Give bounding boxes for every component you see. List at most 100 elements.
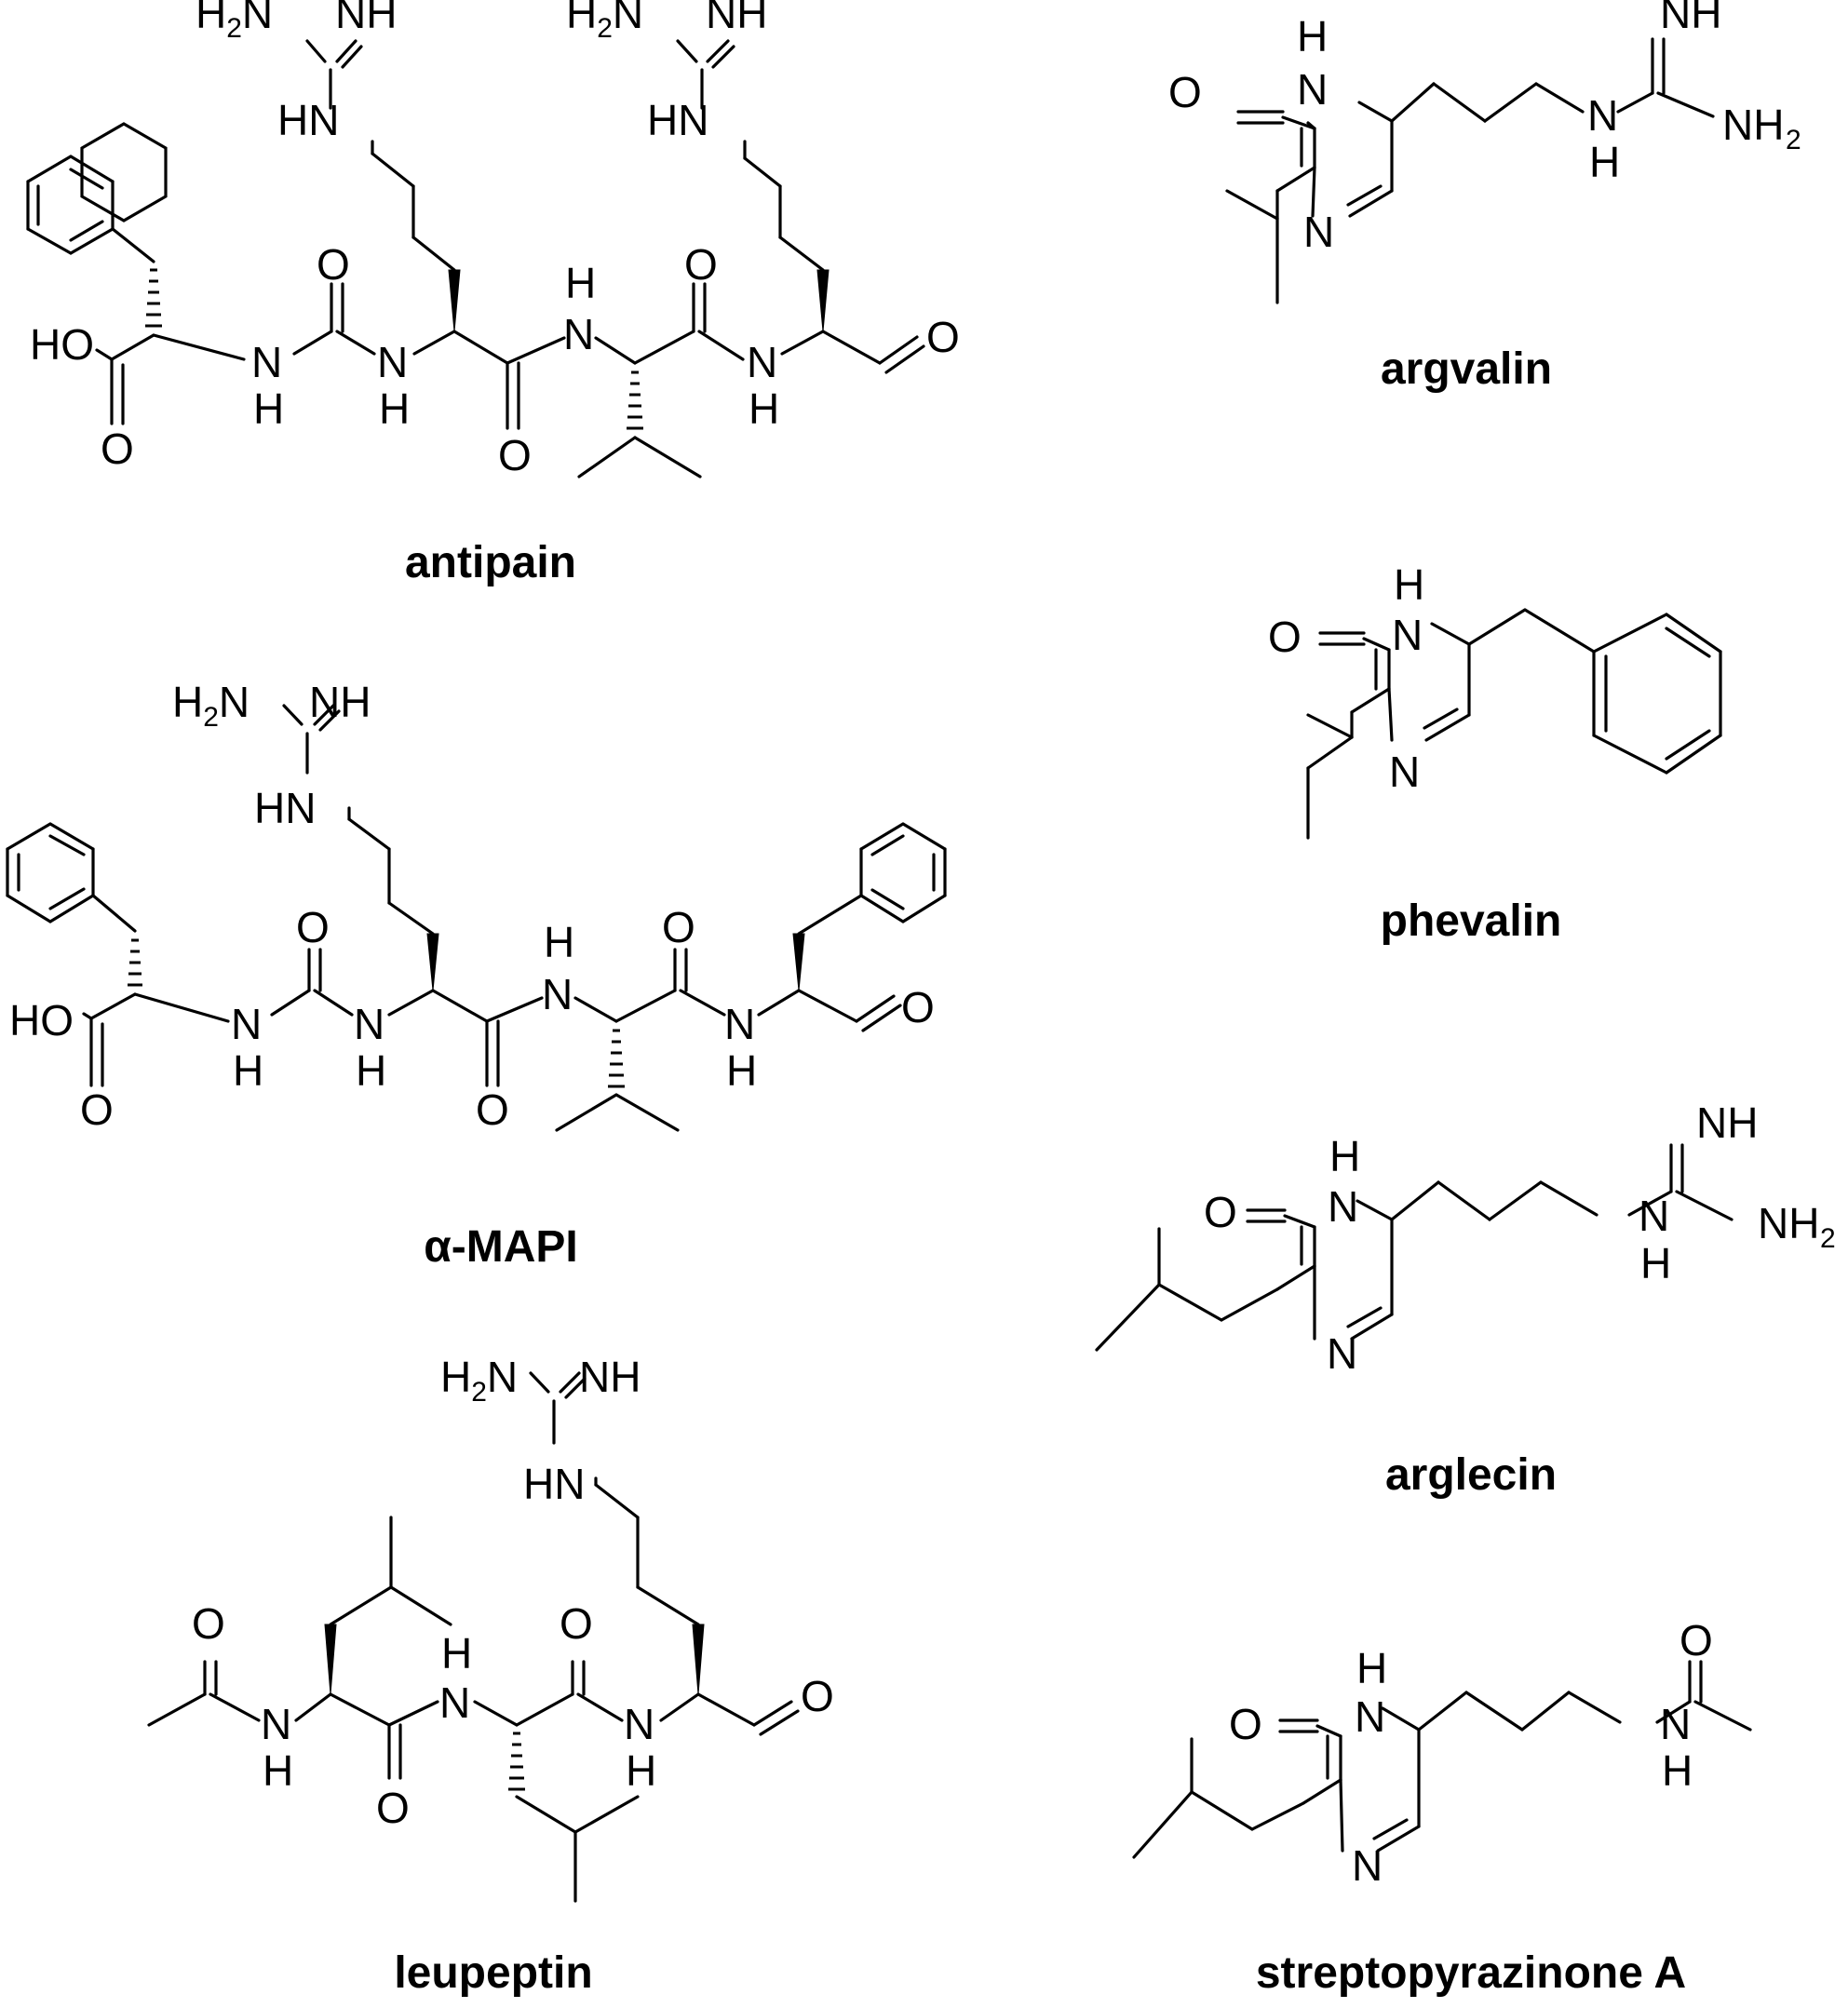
antipain-phenyl-ring <box>80 122 168 222</box>
svg-text:O: O <box>376 1784 410 1832</box>
svg-text:H: H <box>1394 560 1424 609</box>
svg-text:H: H <box>749 384 779 433</box>
structure-arglecin: O H N N NH N H NH 2 arglecin <box>1095 1098 1836 1500</box>
svg-text:O: O <box>101 425 134 473</box>
leupeptin-hash <box>508 1732 525 1791</box>
svg-text:NH: NH <box>579 1353 641 1401</box>
structure-alpha-mapi: H2N NH HN HO O N H O N H O H N O N H O α… <box>6 678 947 1272</box>
svg-text:N: N <box>439 1678 470 1727</box>
svg-text:N: N <box>624 1700 654 1748</box>
svg-text:N: N <box>261 1700 291 1748</box>
svg-text:H2N: H2N <box>172 678 250 733</box>
antipain-h2n-1: H2N <box>196 0 273 44</box>
svg-text:HO: HO <box>30 320 94 369</box>
mapi-hash-2 <box>608 1029 625 1088</box>
svg-text:N: N <box>1587 91 1618 140</box>
svg-text:O: O <box>476 1085 509 1134</box>
antipain-hash-2 <box>627 371 643 430</box>
svg-text:O: O <box>662 903 695 951</box>
svg-text:N: N <box>231 1000 262 1048</box>
svg-text:NH: NH <box>706 0 767 37</box>
svg-text:H: H <box>263 1746 293 1795</box>
svg-text:NH: NH <box>309 678 371 726</box>
svg-text:H: H <box>253 384 284 433</box>
antipain-label: antipain <box>405 538 576 587</box>
svg-text:N: N <box>1389 748 1420 796</box>
svg-text:HN: HN <box>647 96 708 144</box>
svg-text:N: N <box>1327 1329 1357 1378</box>
svg-text:O: O <box>1679 1616 1713 1664</box>
svg-text:H: H <box>1329 1132 1360 1180</box>
svg-text:NH: NH <box>1660 0 1721 37</box>
antipain-hash-1 <box>145 268 162 328</box>
svg-text:N: N <box>1303 208 1334 256</box>
structure-leupeptin: H2N NH HN O N H O H N O N H O leupeptin <box>147 1353 834 1998</box>
svg-text:H: H <box>1297 12 1328 61</box>
svg-text:N: N <box>354 1000 384 1048</box>
svg-text:N: N <box>1639 1192 1669 1240</box>
structure-phevalin: O H N N phevalin <box>1268 560 1722 946</box>
svg-text:2: 2 <box>1786 125 1801 155</box>
svg-text:N: N <box>542 970 573 1018</box>
mapi-hash-1 <box>128 938 142 987</box>
svg-text:N: N <box>1352 1841 1383 1890</box>
svg-text:H: H <box>356 1046 386 1095</box>
svg-text:N: N <box>1297 65 1328 114</box>
structure-antipain: H2N NH HN H2N NH HN HO O N H O N H O H N… <box>26 0 960 587</box>
svg-text:H: H <box>726 1046 757 1095</box>
svg-text:H2N: H2N <box>566 0 643 44</box>
svg-text:H: H <box>1640 1239 1671 1287</box>
svg-text:N: N <box>251 338 282 386</box>
svg-text:H: H <box>1356 1644 1387 1692</box>
svg-text:O: O <box>192 1599 225 1648</box>
svg-text:N: N <box>1392 611 1423 659</box>
svg-text:NH: NH <box>1758 1199 1819 1247</box>
svg-text:O: O <box>1168 68 1202 116</box>
svg-text:H: H <box>544 918 574 966</box>
svg-text:H: H <box>441 1629 472 1678</box>
svg-text:H2N: H2N <box>440 1353 518 1408</box>
svg-text:H: H <box>233 1046 263 1095</box>
svg-text:H: H <box>379 384 410 433</box>
svg-text:2: 2 <box>1820 1223 1836 1254</box>
structure-argvalin: O H N N NH N H NH 2 argvalin <box>1168 0 1801 394</box>
svg-text:O: O <box>801 1672 834 1720</box>
structure-streptopyrazinone-a: O H N N O N H streptopyrazinone A <box>1132 1616 1752 1998</box>
svg-text:O: O <box>1268 613 1302 661</box>
svg-text:H: H <box>626 1746 656 1795</box>
svg-text:O: O <box>296 903 330 951</box>
svg-text:O: O <box>684 240 718 289</box>
svg-text:O: O <box>926 313 960 361</box>
svg-text:NH: NH <box>335 0 397 37</box>
svg-text:O: O <box>560 1599 593 1648</box>
svg-text:HN: HN <box>254 784 316 832</box>
svg-text:N: N <box>724 1000 755 1048</box>
svg-text:O: O <box>901 983 935 1031</box>
svg-text:H: H <box>1662 1746 1693 1795</box>
svg-text:N: N <box>747 338 777 386</box>
svg-text:HN: HN <box>277 96 339 144</box>
phevalin-label: phevalin <box>1381 896 1562 946</box>
alpha-mapi-label: α-MAPI <box>424 1222 578 1272</box>
argvalin-label: argvalin <box>1381 344 1552 394</box>
svg-text:N: N <box>1355 1692 1385 1741</box>
svg-text:HO: HO <box>9 996 74 1044</box>
svg-text:HN: HN <box>523 1460 585 1508</box>
svg-text:H: H <box>1589 138 1620 186</box>
svg-text:O: O <box>317 240 350 289</box>
arglecin-label: arglecin <box>1385 1450 1557 1500</box>
svg-text:NH: NH <box>1696 1098 1758 1147</box>
svg-text:N: N <box>563 310 594 358</box>
svg-text:NH: NH <box>1722 101 1784 149</box>
svg-text:O: O <box>80 1085 114 1134</box>
svg-text:N: N <box>377 338 408 386</box>
streptopyrazinone-a-label: streptopyrazinone A <box>1256 1948 1686 1998</box>
svg-text:O: O <box>1204 1188 1237 1236</box>
leupeptin-label: leupeptin <box>394 1948 592 1998</box>
svg-text:N: N <box>1328 1182 1358 1231</box>
svg-text:H: H <box>565 259 596 307</box>
svg-text:O: O <box>1229 1700 1262 1748</box>
svg-text:O: O <box>498 431 532 479</box>
